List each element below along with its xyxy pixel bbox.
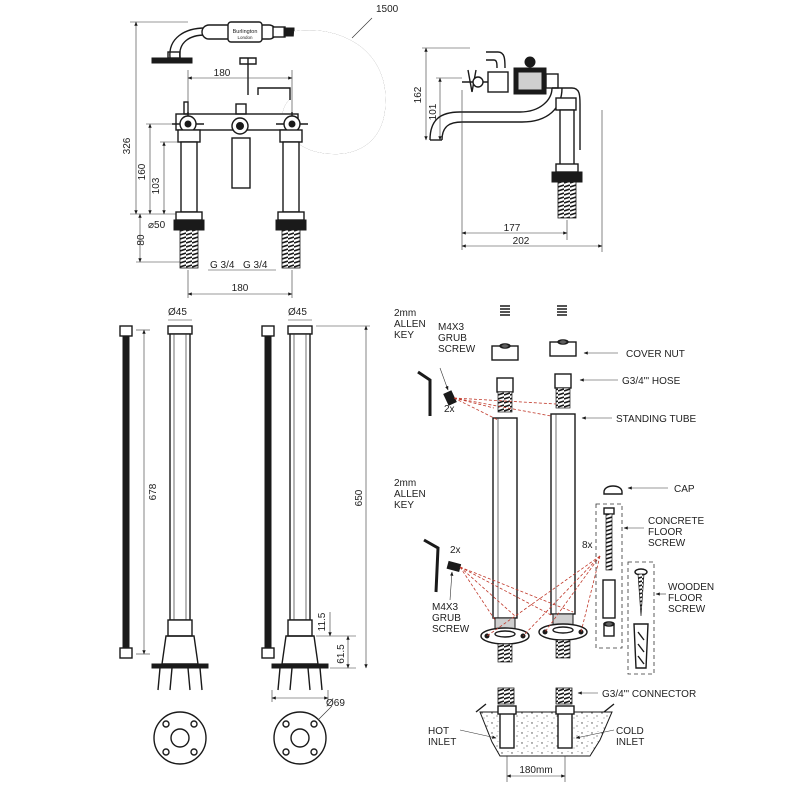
label-cap: CAP — [674, 484, 695, 495]
dim-side-height-total: 162 — [413, 86, 424, 103]
hand-shower: Burlington London — [151, 21, 295, 64]
allen-key-top-label: 2mm ALLEN KEY — [394, 308, 428, 341]
dim-thread-right: G 3/4 — [243, 260, 268, 271]
cover-nut-right — [549, 341, 577, 357]
dim-thread-left: G 3/4 — [210, 260, 235, 271]
dim-flange-base-dia: Ø69 — [326, 698, 345, 709]
allen-key-bottom — [423, 538, 440, 593]
grub-screw-top — [443, 390, 457, 406]
cap — [603, 485, 623, 495]
label-hose: G3/4"' HOSE — [622, 376, 681, 387]
standing-tube-right — [538, 413, 588, 659]
brand-line1: Burlington — [233, 29, 258, 35]
cover-nut-left — [491, 345, 519, 361]
qty-screws: 8x — [582, 540, 593, 551]
spring-top-left — [500, 305, 510, 316]
dim-riser-height: 160 — [137, 163, 148, 180]
allen-key-top — [417, 370, 432, 416]
qty-top: 2x — [444, 404, 455, 415]
dim-tube-dia-right: Ø45 — [288, 307, 307, 318]
front-elevation-view: Burlington London — [122, 4, 399, 298]
spring-top-right — [557, 305, 567, 316]
side-elevation-view: 162 101 177 202 — [413, 47, 603, 252]
brand-line2: London — [237, 35, 253, 40]
dim-cap-height: 11.5 — [317, 612, 328, 631]
dim-body-height: 103 — [151, 177, 162, 194]
concrete-floor-screw — [602, 507, 616, 637]
dim-inlet-span: 180mm — [519, 765, 552, 776]
label-wooden-screw: WOODEN FLOOR SCREW — [668, 582, 717, 615]
dim-spout-span: 180 — [214, 68, 231, 79]
dim-base-height: 80 — [136, 234, 147, 246]
dim-tube-height: 650 — [354, 489, 365, 506]
label-hot-inlet: HOT INLET — [428, 726, 456, 748]
dim-side-height-spout: 101 — [428, 103, 439, 120]
dim-foot-height: 61.5 — [336, 644, 347, 664]
dim-side-depth-1: 177 — [504, 223, 521, 234]
label-cold-inlet: COLD INLET — [616, 726, 647, 748]
wooden-floor-screw — [633, 568, 649, 669]
connector-right — [555, 687, 573, 705]
label-cover-nut: COVER NUT — [626, 349, 685, 360]
grub-screw-bottom-label: M4X3 GRUB SCREW — [432, 602, 470, 635]
grub-screw-bottom — [446, 560, 462, 573]
dim-tube-dia-left: Ø45 — [168, 307, 187, 318]
standing-tube-left — [480, 417, 530, 663]
hose-and-tube-left: 678 Ø45 — [119, 307, 209, 765]
floor-section — [475, 703, 615, 757]
label-standing-tube: STANDING TUBE — [616, 414, 697, 425]
connector-left — [497, 687, 515, 705]
grub-screw-top-label: M4X3 GRUB SCREW — [438, 322, 476, 355]
exploded-installation-view: 180mm — [394, 305, 717, 782]
dim-top-height: 326 — [122, 137, 133, 154]
dim-hose-length: 1500 — [376, 4, 399, 15]
label-concrete-screw: CONCRETE FLOOR SCREW — [648, 516, 707, 549]
dim-base-span: 180 — [232, 283, 249, 294]
hose-and-tube-right: Ø45 650 11.5 61.5 Ø69 — [261, 307, 370, 765]
allen-key-bottom-label: 2mm ALLEN KEY — [394, 478, 428, 511]
dim-flange-dia: ⌀50 — [148, 220, 166, 231]
label-connector: G3/4"' CONNECTOR — [602, 689, 696, 700]
dim-hose-length-long: 678 — [148, 483, 159, 500]
left-cross-handle — [172, 101, 204, 138]
dim-side-depth-2: 202 — [513, 236, 530, 247]
qty-bottom: 2x — [450, 545, 461, 556]
